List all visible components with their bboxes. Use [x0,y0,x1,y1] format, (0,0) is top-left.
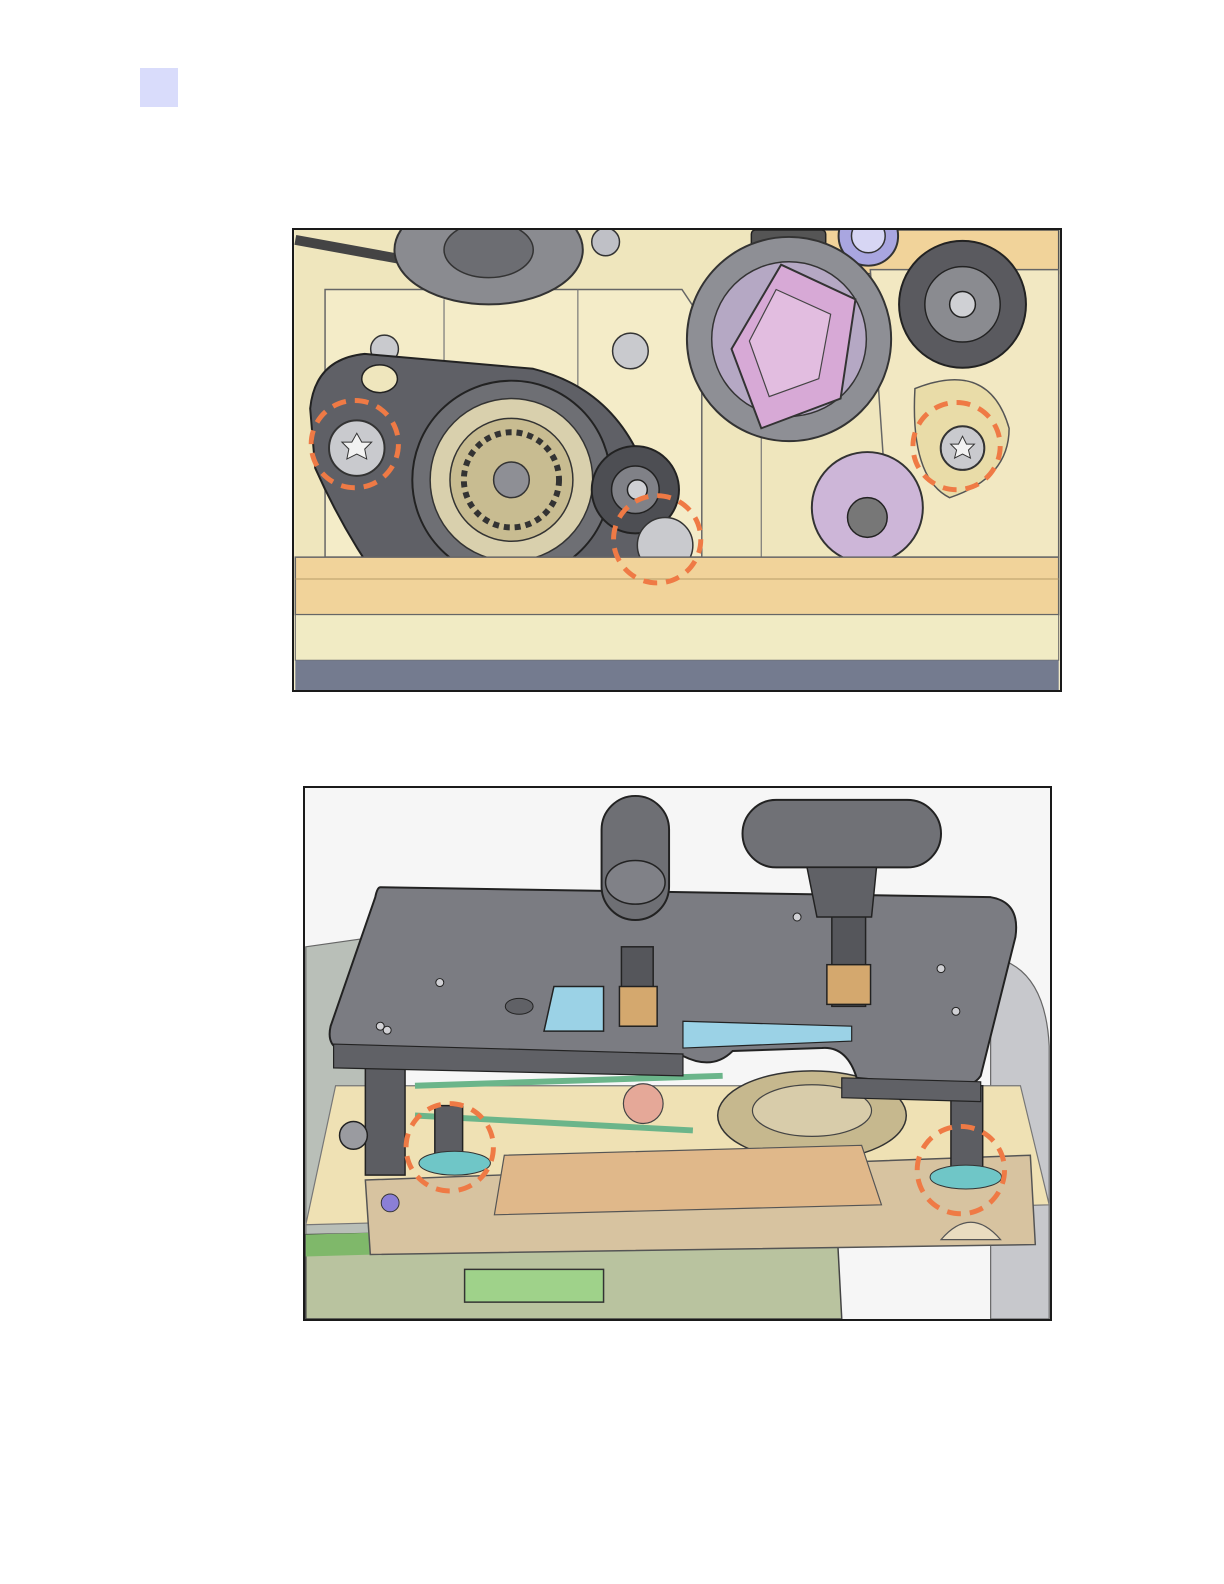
handle-icon [743,800,942,867]
page-tab-marker [140,68,178,107]
pcb-label-icon [465,1269,604,1302]
mechanism-3d-view-illustration [305,788,1050,1319]
standoff-icon [365,1066,405,1175]
figure-mechanism-top-view [292,228,1062,692]
mechanism-top-view-illustration [294,230,1060,690]
figure-mechanism-3d-view [303,786,1052,1321]
torx-screw-icon [613,333,649,369]
rail-icon [295,557,1058,615]
base-plate-icon [295,660,1058,690]
screw-icon [340,1121,368,1149]
